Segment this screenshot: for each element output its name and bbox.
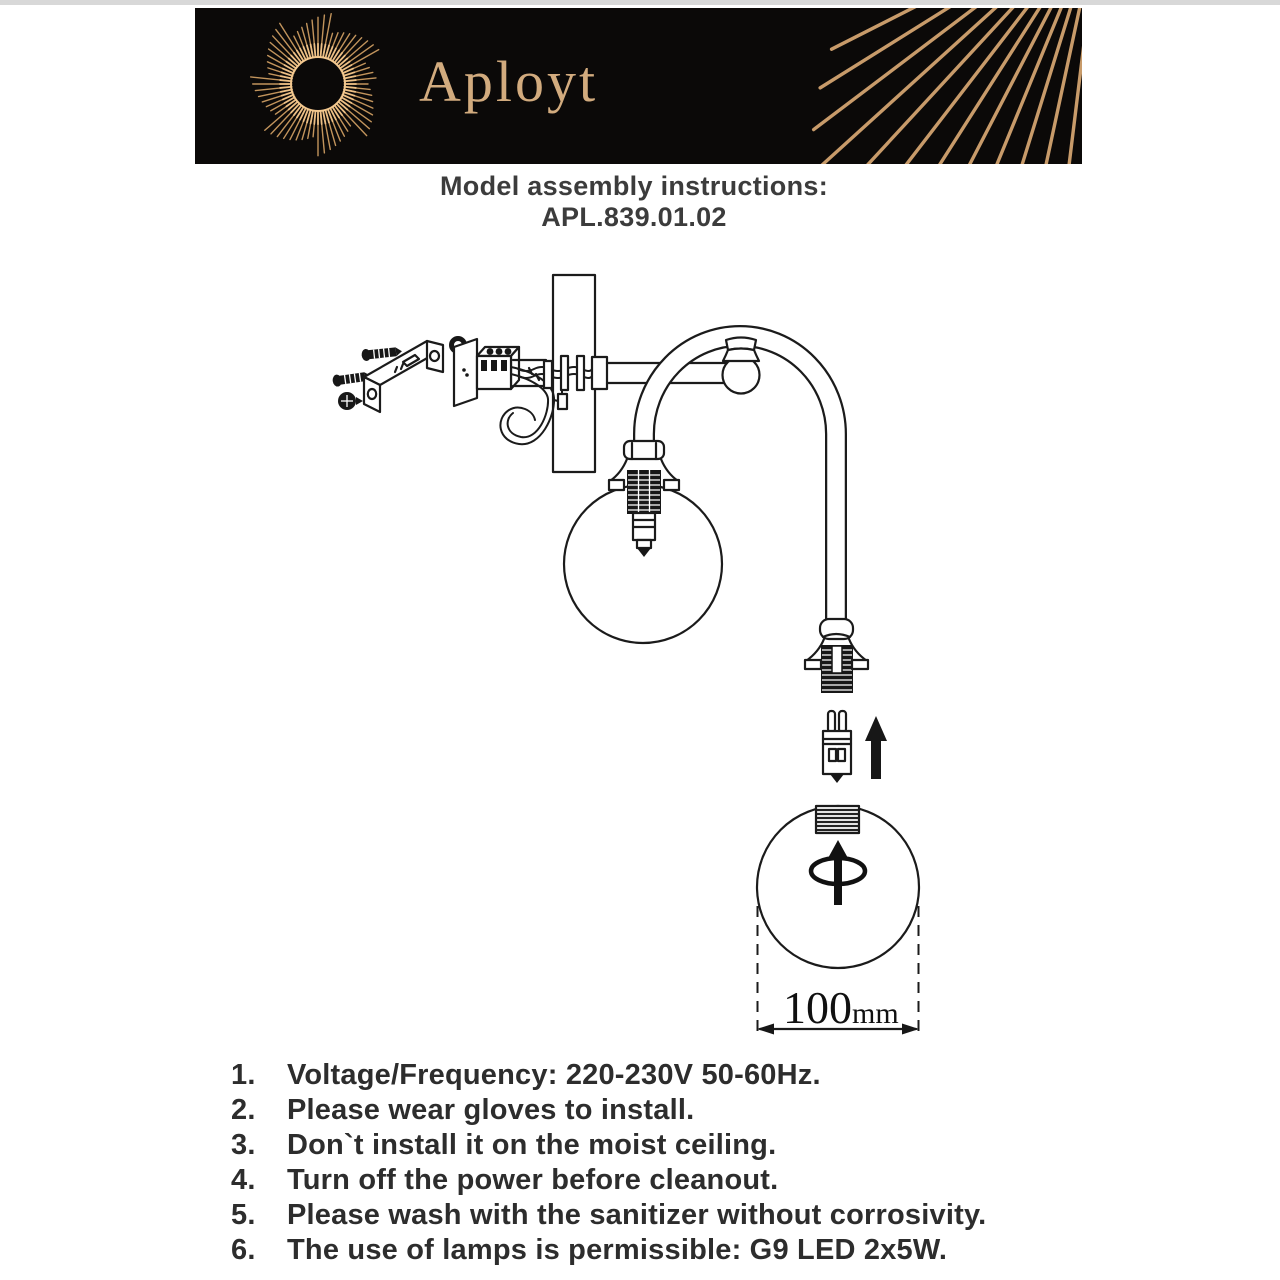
dimension-label: 100mm bbox=[783, 982, 899, 1033]
dimension-100mm: 100mm bbox=[756, 906, 920, 1037]
tube-holder-cap bbox=[721, 336, 761, 363]
cover-plate-icon bbox=[452, 337, 479, 408]
rotate-to-fix-symbol-icon bbox=[808, 840, 868, 905]
curved-tube bbox=[633, 325, 847, 621]
instruction-item: 1. Voltage/Frequency: 220-230V 50-60Hz. bbox=[231, 1058, 986, 1093]
title-line1: Model assembly instructions: bbox=[440, 171, 828, 201]
wall-bracket-icon bbox=[362, 339, 445, 414]
page-edge bbox=[0, 0, 1280, 5]
instruction-text: The use of lamps is permissible: G9 LED … bbox=[287, 1234, 948, 1266]
corner-rays-decoration bbox=[811, 8, 1082, 164]
brand-banner: Aployt bbox=[195, 8, 1082, 164]
terminal-block-icon bbox=[475, 345, 521, 391]
short-screw-icon bbox=[338, 392, 363, 410]
instruction-item: 6. The use of lamps is permissible: G9 LE… bbox=[231, 1233, 986, 1268]
instruction-item: 5. Please wash with the sanitizer without… bbox=[231, 1198, 986, 1233]
instruction-item: 4. Turn off the power before cleanout. bbox=[231, 1163, 986, 1198]
instruction-number: 2. bbox=[231, 1094, 256, 1126]
brand-name: Aployt bbox=[419, 49, 599, 114]
instruction-item: 2. Please wear gloves to install. bbox=[231, 1093, 986, 1128]
instruction-text: Don`t install it on the moist ceiling. bbox=[287, 1129, 777, 1161]
banner-decoration bbox=[249, 8, 1082, 164]
g9-bulb-icon bbox=[821, 709, 853, 783]
instruction-item: 3. Don`t install it on the moist ceiling. bbox=[231, 1128, 986, 1163]
instruction-text: Turn off the power before cleanout. bbox=[287, 1164, 779, 1196]
lamp-socket-right bbox=[803, 617, 870, 693]
sunburst-logo-icon bbox=[249, 12, 380, 157]
instruction-number: 1. bbox=[231, 1059, 256, 1091]
instruction-text: Please wear gloves to install. bbox=[287, 1094, 695, 1126]
instruction-number: 3. bbox=[231, 1129, 256, 1161]
lamp-socket-left bbox=[607, 439, 681, 557]
model-number: APL.839.01.02 bbox=[541, 202, 727, 232]
instruction-number: 5. bbox=[231, 1199, 256, 1231]
page-title: Model assembly instructions: APL.839.01.… bbox=[0, 171, 1268, 233]
instruction-number: 4. bbox=[231, 1164, 256, 1196]
instruction-text: Voltage/Frequency: 220-230V 50-60Hz. bbox=[287, 1059, 821, 1091]
instruction-number: 6. bbox=[231, 1234, 256, 1266]
instructions-list: 1.Voltage/Frequency: 220-230V 50-60Hz.2.… bbox=[231, 1058, 986, 1268]
mounting-screw-icon bbox=[361, 347, 402, 361]
insert-direction-arrow-icon bbox=[865, 716, 887, 779]
instruction-text: Please wash with the sanitizer without c… bbox=[287, 1199, 987, 1231]
